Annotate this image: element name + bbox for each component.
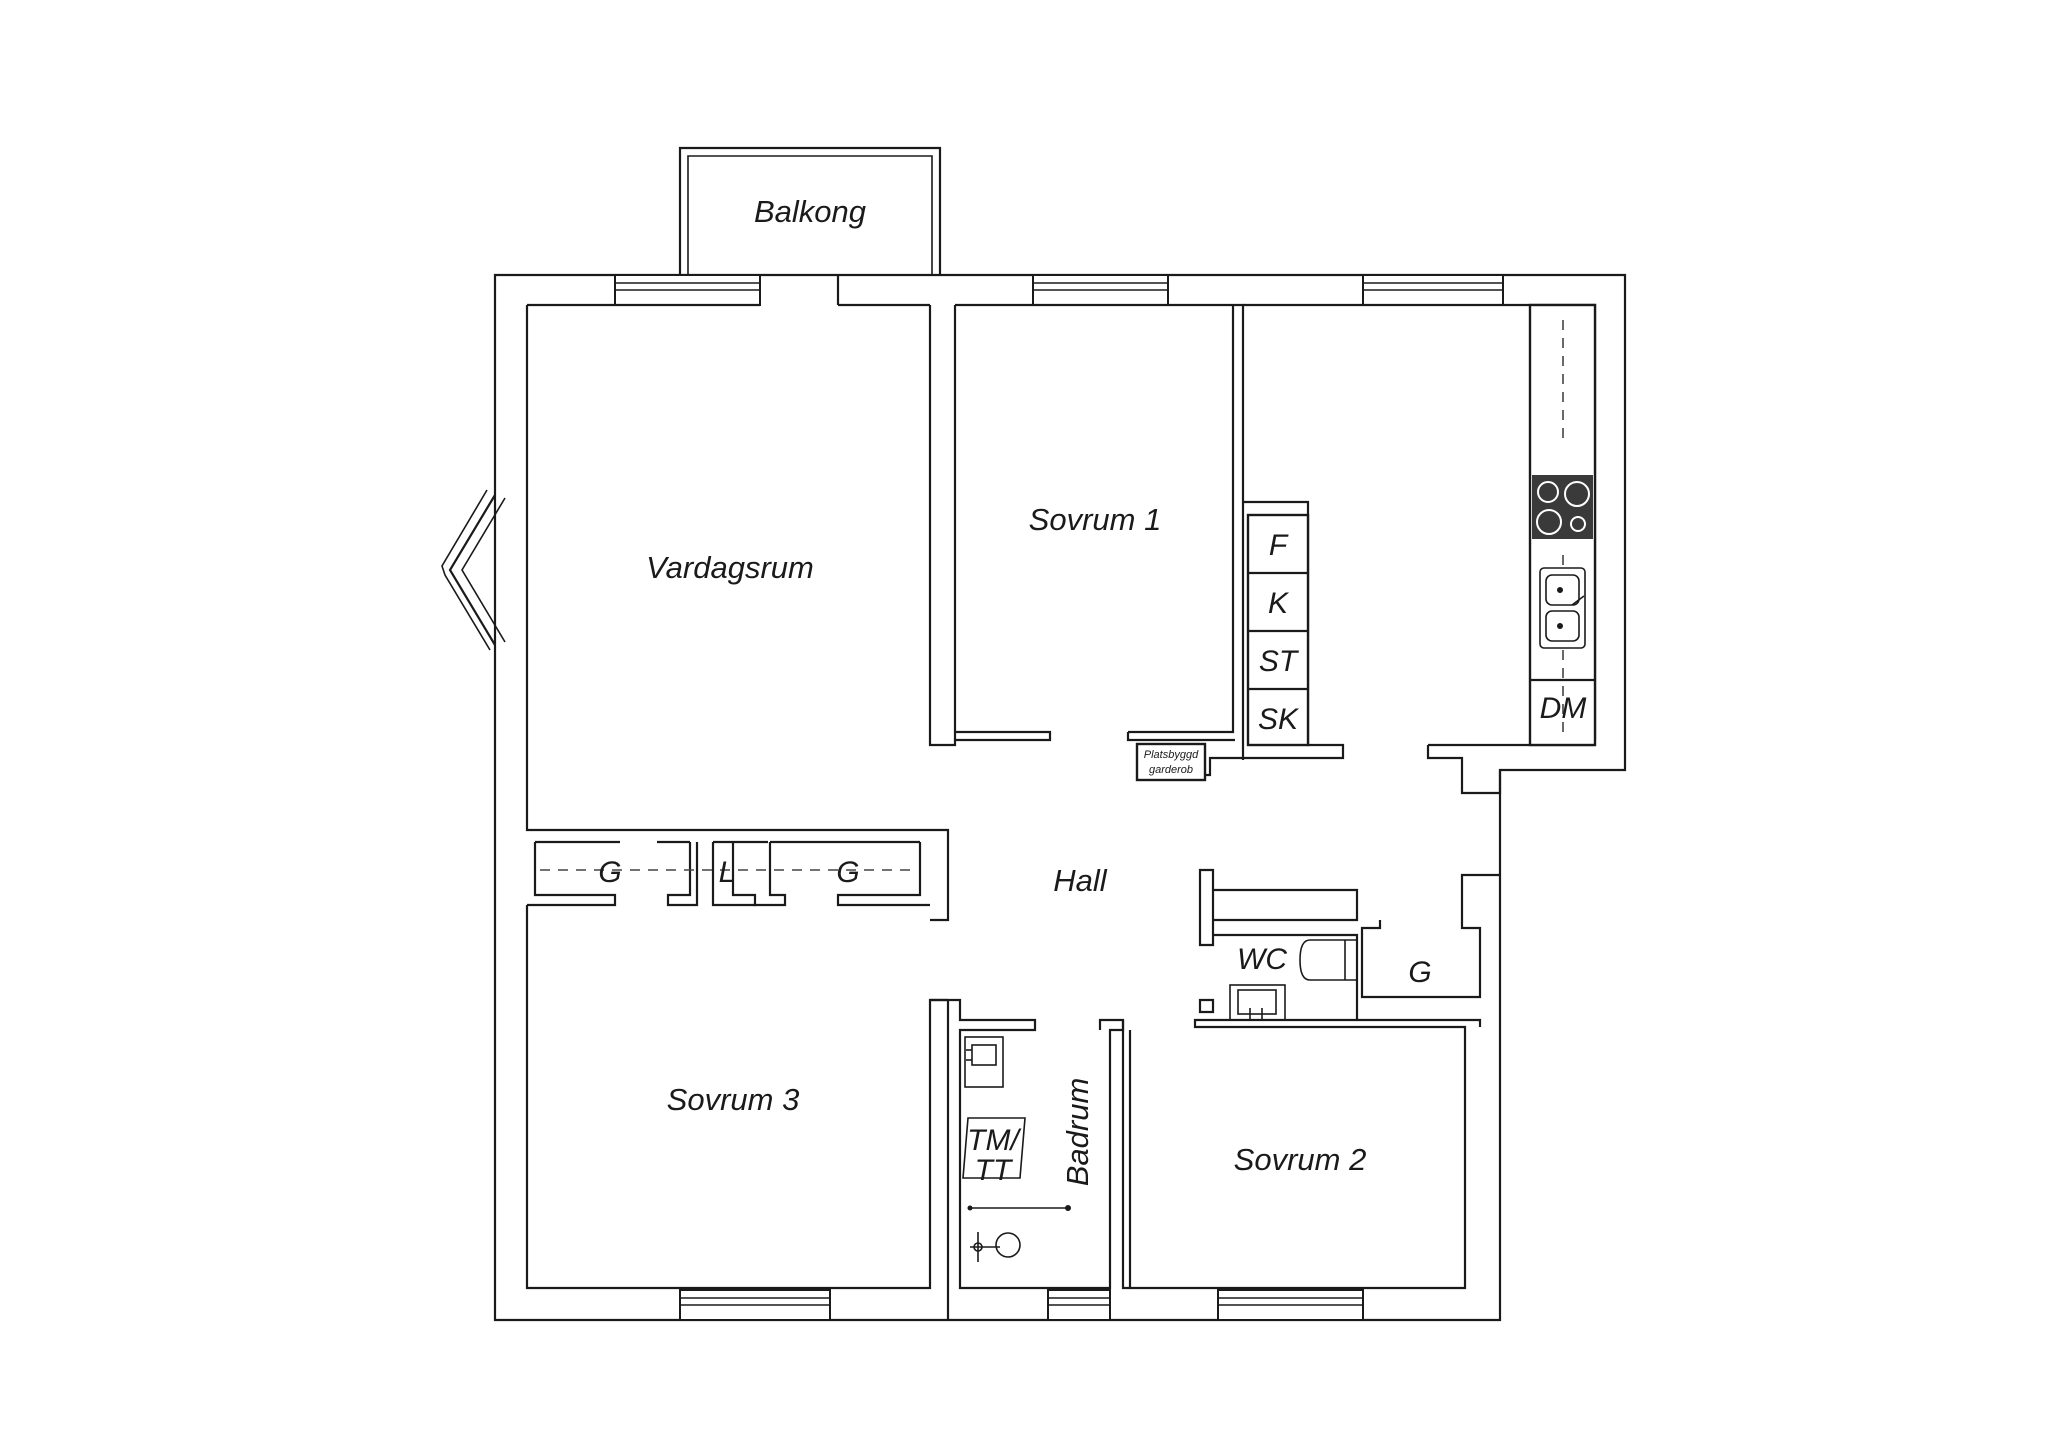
- wc-fixtures: WC G: [1229, 939, 1432, 1021]
- wc-label: WC: [1237, 943, 1287, 976]
- wardrobe-label-2: garderob: [1149, 764, 1193, 776]
- room-label-sovrum3: Sovrum 3: [667, 1082, 800, 1117]
- bay-window: [441, 489, 506, 651]
- sink-icon: [1539, 567, 1586, 649]
- interior-walls: [525, 275, 1597, 1320]
- wc-sink-icon: [1229, 984, 1286, 1021]
- closet-l-label: L: [719, 856, 736, 889]
- room-label-sovrum2: Sovrum 2: [1234, 1142, 1367, 1177]
- room-label-balkong: Balkong: [754, 194, 866, 229]
- closet-g-left-label: G: [598, 856, 621, 889]
- wardrobe-label-1: Platsbyggd: [1144, 749, 1199, 761]
- shower-icon: [970, 1232, 1021, 1262]
- room-label-badrum: Badrum: [1060, 1078, 1095, 1187]
- cabinet-k-label: K: [1268, 587, 1290, 620]
- windows-bottom: [679, 1289, 1364, 1321]
- room-label-vardagsrum: Vardagsrum: [646, 550, 814, 585]
- closet-g-wc-label: G: [1408, 956, 1431, 989]
- bathroom-fixtures: TM/ TT: [962, 1036, 1071, 1262]
- cabinet-sk-label: SK: [1258, 703, 1300, 736]
- built-in-wardrobe: Platsbyggd garderob: [1135, 742, 1207, 782]
- room-labels: Balkong Vardagsrum Sovrum 1 Hall Sovrum …: [646, 194, 1366, 1186]
- windows-top: [614, 274, 1504, 306]
- room-label-sovrum1: Sovrum 1: [1029, 502, 1162, 537]
- room-label-hall: Hall: [1053, 863, 1108, 898]
- tm-label-1: TM/: [967, 1124, 1021, 1157]
- bathroom-sink-icon: [964, 1036, 1004, 1088]
- kitchen-dm-label: DM: [1540, 692, 1587, 725]
- kitchen-counter: DM: [1528, 303, 1597, 747]
- tm-label-2: TT: [975, 1154, 1014, 1187]
- hall-closets: G L G: [540, 856, 915, 889]
- cabinet-f-label: F: [1269, 529, 1289, 562]
- closet-g-right-label: G: [836, 856, 859, 889]
- cabinet-st-label: ST: [1259, 645, 1300, 678]
- kitchen-cabinets: F K ST SK: [1246, 513, 1310, 747]
- balcony: [678, 146, 942, 275]
